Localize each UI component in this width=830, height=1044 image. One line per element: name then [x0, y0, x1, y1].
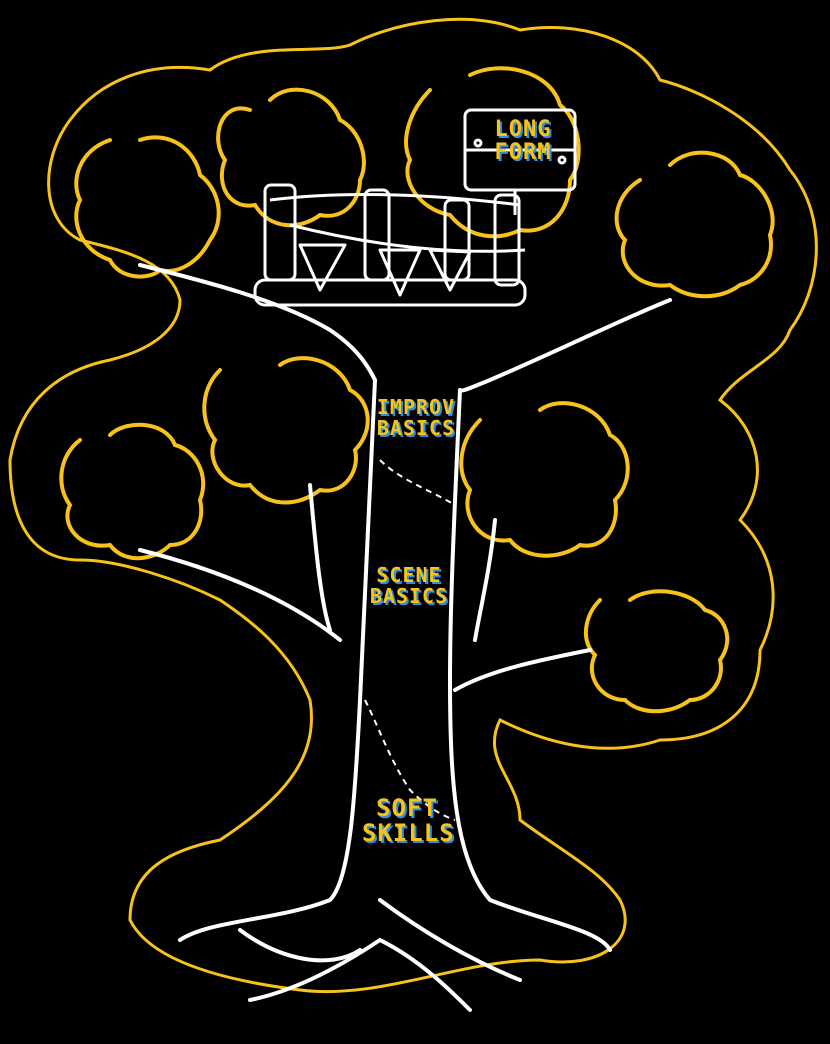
level-line-2: BASICS	[376, 416, 456, 440]
level-line-1: SOFT	[376, 794, 438, 822]
trail-lines	[364, 459, 456, 821]
tree-lineart	[138, 263, 672, 1012]
level-label-soft-skills: SOFT SKILLS	[362, 794, 455, 848]
level-line-2: BASICS	[369, 584, 449, 608]
level-label-improv-basics: IMPROV BASICS	[366, 397, 466, 439]
outer-outline	[8, 17, 818, 994]
treehouse	[253, 183, 527, 307]
sign-line-2: FORM	[494, 140, 552, 166]
long-form-sign	[463, 108, 577, 215]
level-line-1: IMPROV	[376, 395, 456, 419]
level-line-2: SKILLS	[362, 819, 455, 848]
level-line-1: SCENE	[376, 563, 442, 587]
sign-line-1: LONG	[494, 117, 552, 142]
canopy-clusters	[59, 66, 775, 714]
level-label-scene-basics: SCENE BASICS	[364, 565, 454, 607]
sign-label-long-form: LONG FORM	[478, 118, 568, 164]
